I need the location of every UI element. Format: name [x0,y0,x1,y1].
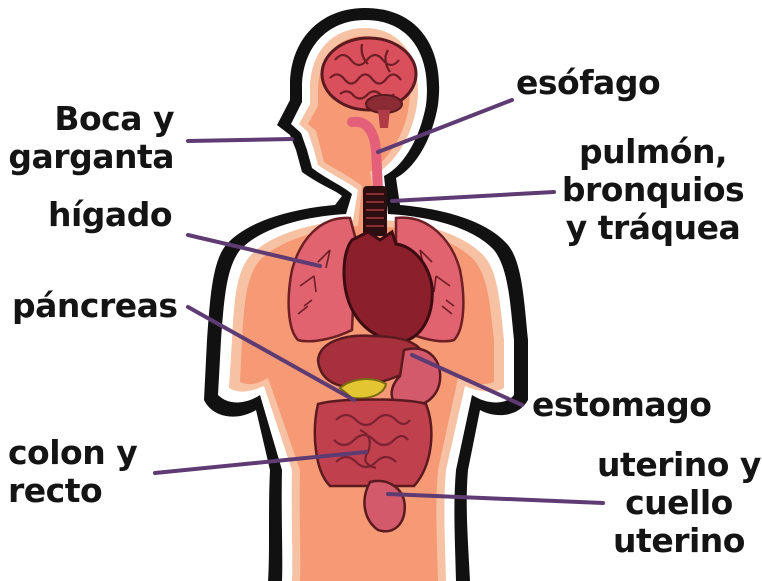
label-line: uterino [613,521,745,560]
leader-lines [153,98,605,505]
label-line: recto [8,471,103,510]
leader-uterus [386,492,605,505]
pancreas-organ [338,378,388,400]
label-line: uterino y [597,445,761,484]
label-line: garganta [8,137,174,176]
label-line: colon y [8,433,138,472]
trachea-organ [363,186,387,236]
leader-mouth [186,137,294,143]
label-line: cuello [625,483,733,522]
brainstem [378,110,390,128]
esophagus-organ [347,116,383,195]
label-line: estomago [532,385,712,424]
label-colon-rectum: colon y recto [8,433,138,510]
label-esophagus: esófago [516,63,661,102]
leader-stomach [410,353,524,407]
brain-folds [329,43,402,100]
intestines-organ [313,398,433,488]
small-intestine-folds [333,413,411,470]
leader-esophagus [376,98,514,154]
label-line: hígado [48,195,173,234]
label-line: pulmón, [578,132,728,171]
label-liver: hígado [48,195,173,234]
label-pancreas: páncreas [12,287,178,325]
label-line: esófago [516,63,661,102]
colon [313,398,433,488]
label-lungs: pulmón, bronquios y tráquea [548,133,758,247]
label-stomach: estomago [532,385,712,424]
label-mouth-throat: Boca y garganta [4,100,174,176]
left-lung [287,216,358,343]
label-line: Boca y [54,99,174,138]
label-line: y tráquea [565,208,741,247]
leader-lungs [390,190,556,203]
label-line: páncreas [12,286,178,325]
leader-colon [153,450,368,475]
leader-liver [186,233,322,268]
label-uterus-cervix: uterino y cuello uterino [596,446,762,560]
leader-pancreas [186,305,356,402]
uterus-organ [363,479,407,533]
label-line: bronquios [561,170,745,209]
brain-organ [320,36,418,128]
